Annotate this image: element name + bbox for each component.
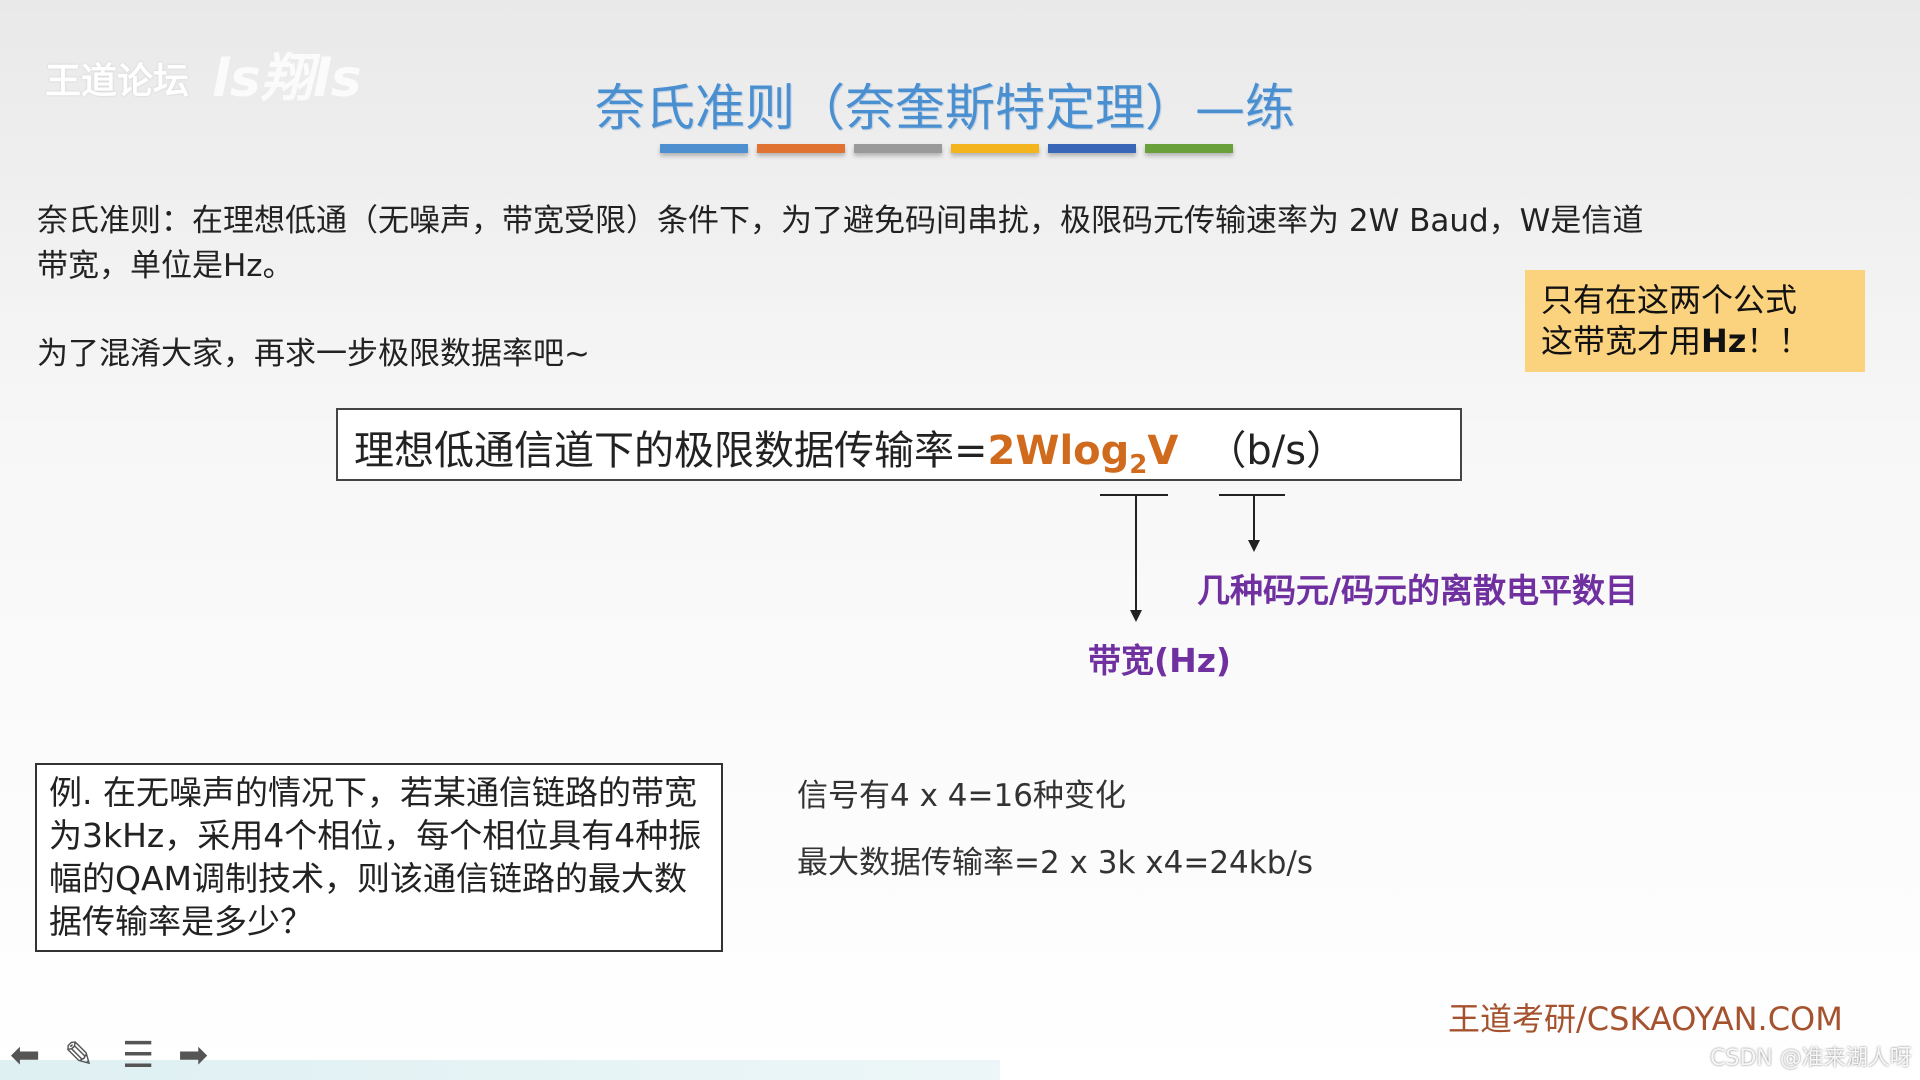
bracket-line-w [1100,494,1168,496]
slide-title: 奈氏准则（奈奎斯特定理）—练 [595,79,1295,137]
note-line1: 只有在这两个公式 [1541,281,1798,319]
arrow-right-icon[interactable]: ➡ [178,1035,209,1076]
footer-brand: 王道考研/CSKAOYAN.COM [1448,1000,1843,1038]
color-bar [757,144,845,153]
color-bar [951,144,1039,153]
formula-unit: （b/s） [1206,428,1347,474]
formula-expression: 2Wlog2V [987,428,1179,480]
answer-line1: 信号有4 x 4=16种变化 [797,778,1126,814]
decorative-ground [0,1060,1000,1080]
csdn-watermark: CSDN @准来湖人呀 [1710,1046,1912,1071]
bandwidth-annotation: 带宽(Hz) [1088,641,1231,680]
logo-watermark: 王道论坛 [45,61,190,102]
arrow-line-w [1135,494,1137,610]
paragraph-line2: 带宽，单位是Hz。 [37,248,294,284]
expr-subscript: 2 [1129,450,1148,480]
note-bold: Hz [1701,322,1747,360]
pen-icon[interactable]: ✎ [64,1035,95,1076]
levels-annotation: 几种码元/码元的离散电平数目 [1197,571,1639,610]
arrow-down-icon [1130,610,1142,622]
paragraph-line1: 奈氏准则：在理想低通（无噪声，带宽受限）条件下，为了避免码间串扰，极限码元传输速… [37,203,1644,239]
logo-art-watermark: ls翔ls [212,49,362,109]
color-bar [1048,144,1136,153]
note-text: 这带宽才用 [1541,322,1702,360]
note-line2: 这带宽才用Hz！！ [1541,321,1865,362]
color-bars [660,144,1233,153]
answer-line2: 最大数据传输率=2 x 3k x4=24kb/s [797,845,1313,881]
arrow-left-icon[interactable]: ⬅ [10,1035,41,1076]
arrow-line-v [1253,494,1255,540]
note-text: ！！ [1746,322,1811,360]
arrow-down-icon [1248,540,1260,552]
expr-part: V [1147,428,1179,474]
bracket-line-v [1219,494,1285,496]
color-bar [660,144,748,153]
note-box: 只有在这两个公式 这带宽才用Hz！！ [1525,270,1865,372]
expr-part: 2Wlog [987,428,1130,474]
menu-icon[interactable]: ☰ [122,1035,155,1076]
color-bar [1145,144,1233,153]
formula-box: 理想低通信道下的极限数据传输率=2Wlog2V （b/s） [336,408,1462,481]
paragraph-line3: 为了混淆大家，再求一步极限数据率吧~ [37,336,590,372]
color-bar [854,144,942,153]
formula-label: 理想低通信道下的极限数据传输率= [354,428,988,474]
example-box: 例. 在无噪声的情况下，若某通信链路的带宽为3kHz，采用4个相位，每个相位具有… [35,763,723,952]
